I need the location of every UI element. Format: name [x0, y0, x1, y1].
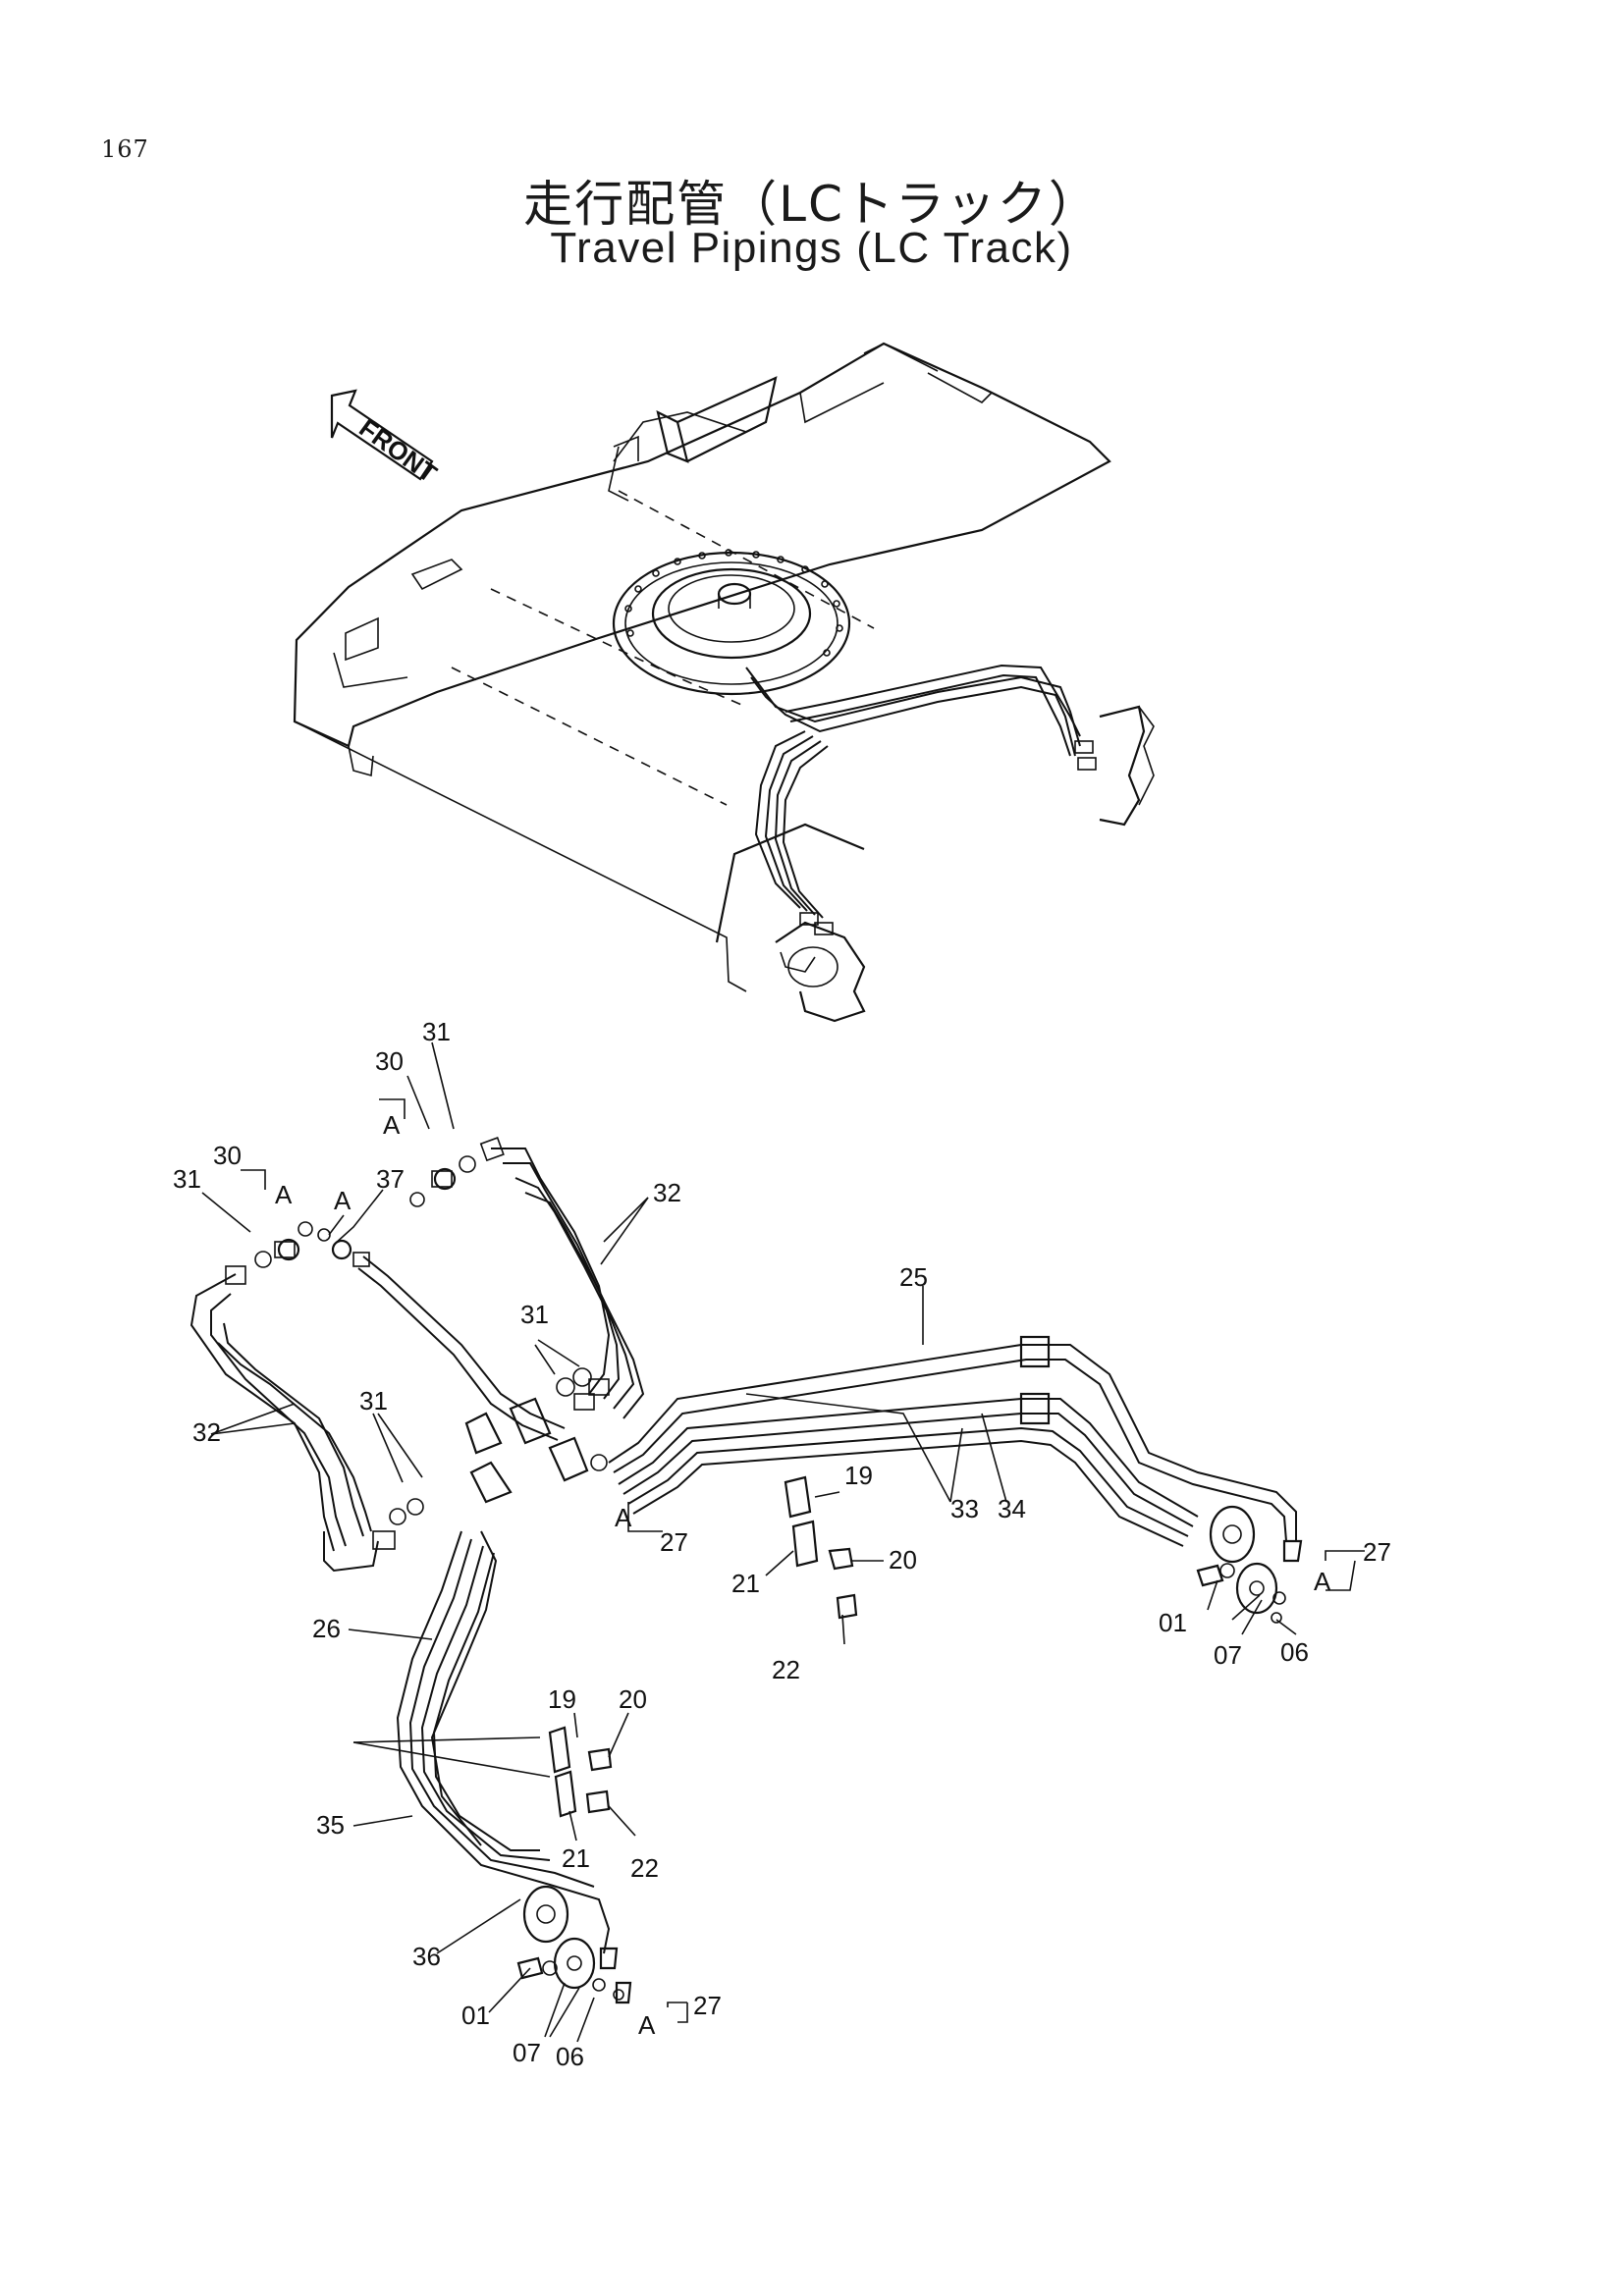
callout-21: 21	[562, 1843, 590, 1873]
callout-a: A	[275, 1180, 293, 1209]
callout-31: 31	[173, 1164, 201, 1194]
callout-a: A	[1314, 1567, 1331, 1596]
callout-19: 19	[844, 1461, 873, 1490]
callout-35: 35	[316, 1810, 345, 1840]
callout-34: 34	[998, 1494, 1026, 1523]
callout-a: A	[638, 2010, 656, 2040]
callout-19: 19	[548, 1684, 576, 1714]
callout-27: 27	[693, 1991, 722, 2020]
title-english: Travel Pipings (LC Track)	[550, 224, 1073, 272]
callout-a: A	[334, 1186, 352, 1215]
callout-31: 31	[520, 1300, 549, 1329]
callout-22: 22	[630, 1853, 659, 1883]
callout-37: 37	[376, 1164, 405, 1194]
callout-27: 27	[1363, 1537, 1391, 1567]
callout-21: 21	[731, 1569, 760, 1598]
callout-07: 07	[513, 2038, 541, 2067]
leader-lines	[201, 1041, 1365, 2043]
callout-27: 27	[660, 1527, 688, 1557]
callout-a: A	[615, 1503, 632, 1532]
page-number: 167	[101, 135, 149, 163]
callout-22: 22	[772, 1655, 800, 1684]
callout-31: 31	[422, 1017, 451, 1046]
front-label: FRONT	[353, 413, 442, 489]
callout-a: A	[383, 1110, 401, 1140]
callout-25: 25	[899, 1262, 928, 1292]
front-arrow-icon: FRONT	[330, 389, 443, 489]
callout-30: 30	[375, 1046, 404, 1076]
callout-32: 32	[653, 1178, 681, 1207]
callout-01: 01	[461, 2001, 490, 2030]
callout-20: 20	[619, 1684, 647, 1714]
callout-07: 07	[1214, 1640, 1242, 1670]
callout-06: 06	[556, 2042, 584, 2071]
callout-33: 33	[950, 1494, 979, 1523]
callout-36: 36	[412, 1942, 441, 1971]
callout-31: 31	[359, 1386, 388, 1415]
title-japanese: 走行配管（LCトラック）	[523, 176, 1100, 233]
callout-20: 20	[889, 1545, 917, 1575]
callout-30: 30	[213, 1141, 242, 1170]
callout-26: 26	[312, 1614, 341, 1643]
callout-06: 06	[1280, 1637, 1309, 1667]
exploded-pipe-assembly	[189, 1137, 1303, 2004]
undercarriage-frame-illustration	[293, 342, 1155, 1023]
callout-32: 32	[192, 1417, 221, 1447]
callout-01: 01	[1159, 1608, 1187, 1637]
callout-labels: 31 30 A 31 30 A 37 A 32 32 31 31 A 27 25…	[173, 1017, 1391, 2071]
